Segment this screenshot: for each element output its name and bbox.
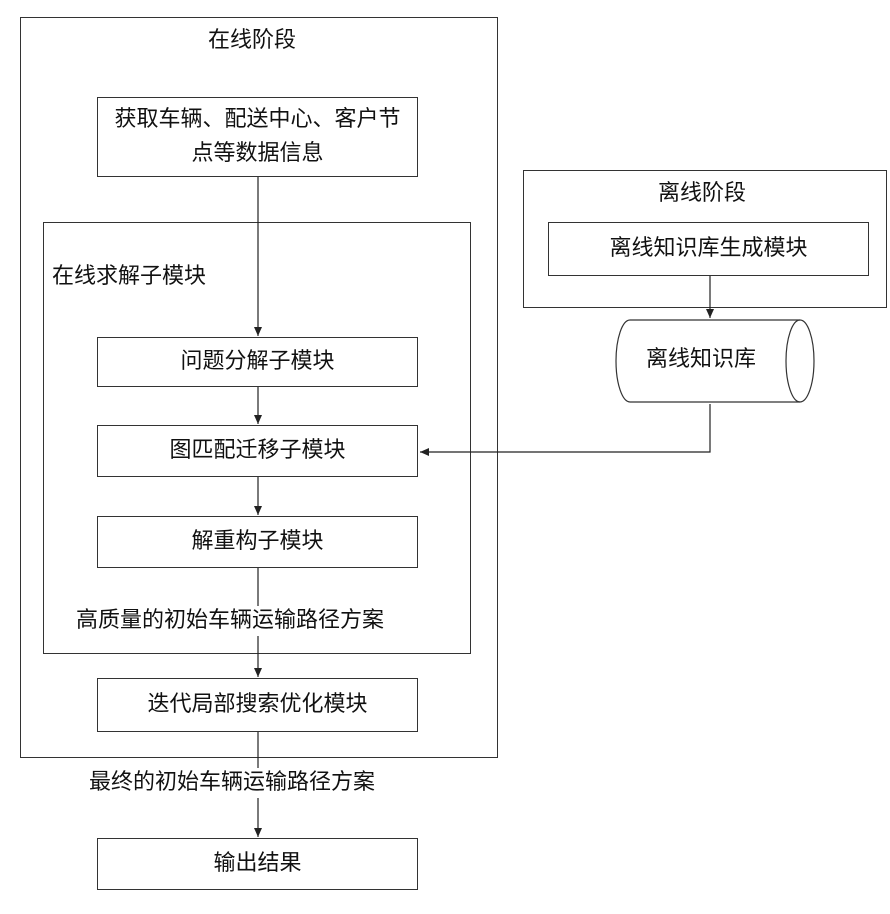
arrow-kb-to-graph-match: [420, 404, 710, 452]
